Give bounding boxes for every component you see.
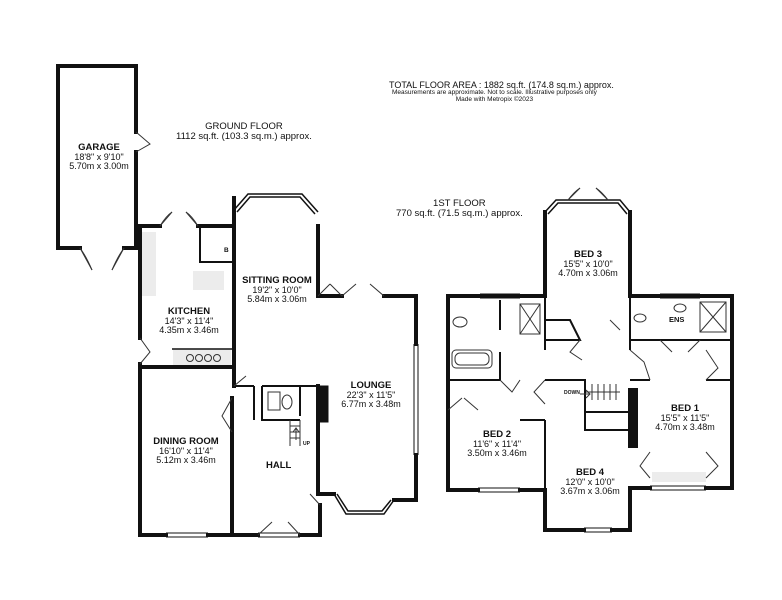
room-label-lounge: LOUNGE 22'3" x 11'5" 6.77m x 3.48m (334, 381, 408, 410)
first-floor-walls (446, 210, 734, 532)
disclaimer-line-1: Measurements are approximate. Not to sca… (392, 89, 597, 96)
room-label-sitting-room: SITTING ROOM 19'2" x 10'0" 5.84m x 3.06m (240, 276, 314, 305)
bed2-imperial: 11'6" x 11'4" (472, 438, 522, 449)
garage-metric: 5.70m x 3.00m (69, 161, 129, 172)
room-label-hall: HALL (266, 461, 291, 471)
b-marker: B (224, 247, 229, 254)
bed3-bay (544, 199, 631, 215)
bed3-name: BED 3 (574, 249, 602, 260)
first-floor-fixtures (451, 301, 727, 400)
total-area-text: TOTAL FLOOR AREA : 1882 sq.ft. (174.8 sq… (389, 80, 614, 90)
stairs-up-label: UP (303, 441, 310, 447)
total-floor-area: TOTAL FLOOR AREA : 1882 sq.ft. (174.8 sq… (389, 76, 614, 93)
ground-floor-fixtures (186, 354, 301, 446)
first-floor-doors (447, 187, 719, 479)
bed1-metric: 4.70m x 3.48m (655, 422, 715, 433)
dining-room-name: DINING ROOM (153, 436, 219, 447)
room-label-bed3: BED 3 15'5" x 10'0" 4.70m x 3.06m (550, 250, 626, 279)
sitting-room-imperial: 19'2" x 10'0" (252, 284, 302, 295)
bed3-imperial: 15'5" x 10'0" (563, 258, 613, 269)
dining-room-imperial: 16'10" x 11'4" (159, 445, 213, 456)
ground-floor-area: 1112 sq.ft. (103.3 sq.m.) approx. (176, 130, 312, 142)
ground-floor-heading: GROUND FLOOR 1112 sq.ft. (103.3 sq.m.) a… (176, 122, 312, 142)
room-label-bed1: BED 1 15'5" x 11'5" 4.70m x 3.48m (648, 404, 722, 433)
room-label-bed4: BED 4 12'0" x 10'0" 3.67m x 3.06m (552, 468, 628, 497)
room-label-garage: GARAGE 18'8" x 9'10" 5.70m x 3.00m (64, 143, 134, 172)
first-floor-internal (448, 296, 732, 490)
first-floor-chimney (628, 388, 638, 448)
bed4-name: BED 4 (576, 467, 604, 478)
first-floor-windows (478, 293, 706, 533)
bed2-name: BED 2 (483, 429, 511, 440)
kitchen-metric: 4.35m x 3.46m (159, 325, 219, 336)
lounge-name: LOUNGE (350, 380, 392, 391)
lounge-metric: 6.77m x 3.48m (341, 399, 401, 410)
stairs-down-label: DOWN (564, 390, 580, 396)
room-label-kitchen: KITCHEN 14'3" x 11'4" 4.35m x 3.46m (152, 307, 226, 336)
garage-imperial: 18'8" x 9'10" (74, 151, 124, 162)
counter-fills (142, 232, 706, 482)
room-label-ensuite: ENS (669, 316, 684, 324)
bed1-imperial: 15'5" x 11'5" (660, 412, 710, 423)
ground-floor-internal (172, 225, 329, 423)
sitting-room-name: SITTING ROOM (242, 275, 312, 286)
sitting-room-bay (233, 193, 319, 215)
bed4-metric: 3.67m x 3.06m (560, 486, 620, 497)
hall-name: HALL (266, 460, 292, 471)
bed3-metric: 4.70m x 3.06m (558, 268, 618, 279)
lounge-bay-window (333, 493, 395, 515)
dining-room-metric: 5.12m x 3.46m (156, 455, 216, 466)
ground-floor-title: GROUND FLOOR (205, 121, 283, 132)
first-floor-heading: 1ST FLOOR 770 sq.ft. (71.5 sq.m.) approx… (396, 199, 523, 219)
bed1-name: BED 1 (671, 403, 699, 414)
kitchen-imperial: 14'3" x 11'4" (164, 315, 214, 326)
bed4-imperial: 12'0" x 10'0" (565, 476, 615, 487)
room-label-dining-room: DINING ROOM 16'10" x 11'4" 5.12m x 3.46m (148, 437, 224, 466)
disclaimer-line-2: Made with Metropix ©2023 (455, 95, 534, 103)
first-floor-title: 1ST FLOOR (433, 198, 486, 209)
lounge-imperial: 22'3" x 11'5" (346, 389, 396, 400)
bed2-metric: 3.50m x 3.46m (467, 448, 527, 459)
ensuite-name: ENS (669, 315, 685, 324)
ground-floor-doors (79, 131, 385, 536)
sitting-room-metric: 5.84m x 3.06m (247, 294, 307, 305)
garage-name: GARAGE (78, 142, 120, 153)
disclaimer: Measurements are approximate. Not to sca… (392, 89, 597, 104)
ground-floor-windows (166, 344, 419, 538)
first-floor-area: 770 sq.ft. (71.5 sq.m.) approx. (396, 207, 523, 219)
kitchen-name: KITCHEN (167, 306, 211, 317)
room-label-bed2: BED 2 11'6" x 11'4" 3.50m x 3.46m (460, 430, 534, 459)
